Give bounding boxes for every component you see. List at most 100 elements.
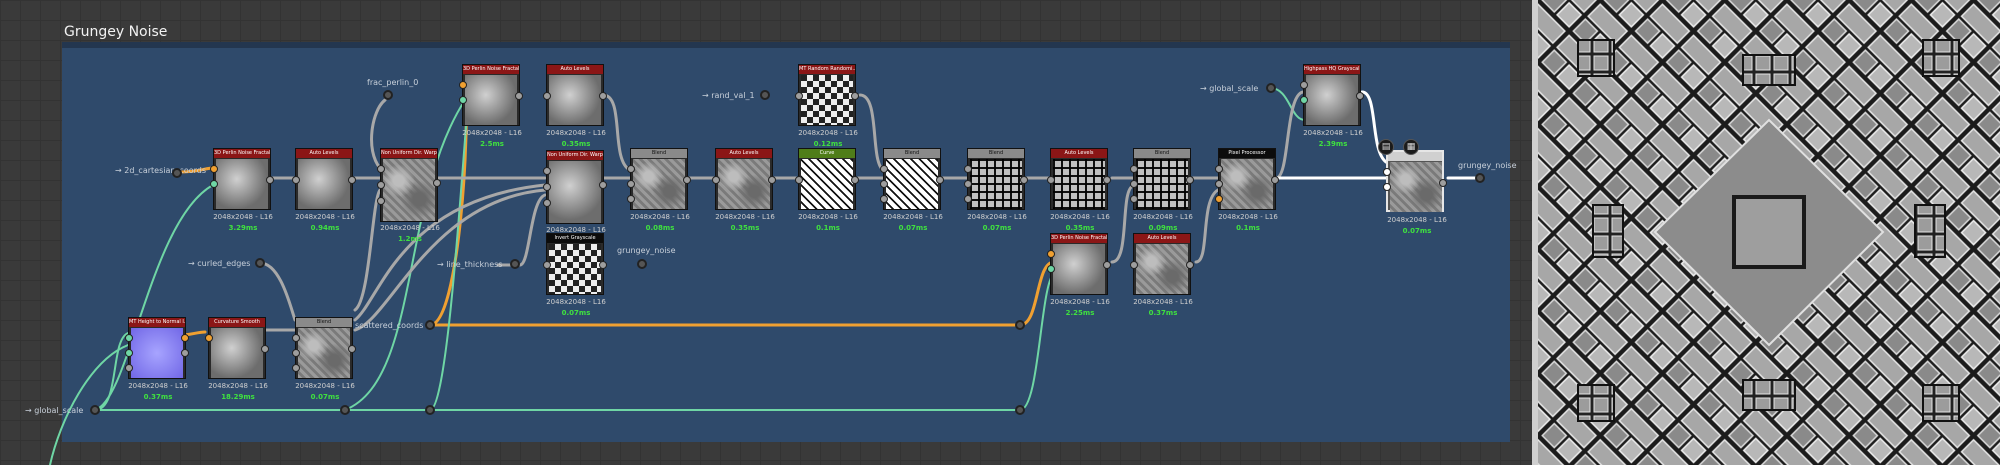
node-auto-levels-4[interactable]: Auto Levels 2048x2048 - L16 0.35ms xyxy=(1047,148,1111,232)
pin-grungey-noise-internal[interactable] xyxy=(637,259,647,269)
input-port[interactable] xyxy=(964,195,972,203)
input-port[interactable] xyxy=(795,92,803,100)
output-port[interactable] xyxy=(1103,261,1111,269)
output-port[interactable] xyxy=(851,92,859,100)
output-port[interactable] xyxy=(1186,176,1194,184)
input-port[interactable] xyxy=(543,183,551,191)
node-curve[interactable]: Curve 2048x2048 - L16 0.1ms xyxy=(795,148,859,232)
input-port[interactable] xyxy=(627,195,635,203)
output-port[interactable] xyxy=(348,345,356,353)
node-non-uniform-dir-warp-2[interactable]: Non Uniform Dir. Warp... 2048x2048 - L16 xyxy=(543,150,607,234)
input-port[interactable] xyxy=(1215,180,1223,188)
input-port[interactable] xyxy=(459,81,467,89)
input-port[interactable] xyxy=(125,364,133,372)
output-port[interactable] xyxy=(261,345,269,353)
output-port[interactable] xyxy=(433,179,441,187)
input-port[interactable] xyxy=(880,195,888,203)
output-port[interactable] xyxy=(1356,92,1364,100)
node-blend-2[interactable]: Blend 2048x2048 - L16 0.07ms xyxy=(880,148,944,232)
output-port[interactable] xyxy=(851,176,859,184)
input-port[interactable] xyxy=(125,334,133,342)
output-port[interactable] xyxy=(348,176,356,184)
checker-icon[interactable]: ▦ xyxy=(1403,139,1419,155)
node-blend[interactable]: Blend 2048x2048 - L16 0.08ms xyxy=(627,148,691,232)
input-port[interactable] xyxy=(1047,176,1055,184)
wire-junction[interactable] xyxy=(340,405,350,415)
input-port[interactable] xyxy=(712,176,720,184)
input-port[interactable] xyxy=(964,180,972,188)
node-3d-perlin-noise-fractal-3[interactable]: 3D Perlin Noise Fractal 2048x2048 - L16 … xyxy=(1047,233,1111,317)
input-port[interactable] xyxy=(880,180,888,188)
input-pin-2d-cartesian-coords[interactable] xyxy=(172,168,182,178)
input-port[interactable] xyxy=(880,165,888,173)
input-port[interactable] xyxy=(459,96,467,104)
input-port[interactable] xyxy=(210,180,218,188)
input-port[interactable] xyxy=(377,197,385,205)
node-auto-levels[interactable]: Auto Levels 2048x2048 - L16 0.94ms xyxy=(292,148,356,232)
panel-divider[interactable] xyxy=(1532,0,1538,465)
output-port[interactable] xyxy=(936,176,944,184)
node-auto-levels-2[interactable]: Auto Levels 2048x2048 - L16 0.35ms xyxy=(543,64,607,148)
input-pin-global-scale[interactable] xyxy=(90,405,100,415)
input-port[interactable] xyxy=(292,176,300,184)
input-port[interactable] xyxy=(964,165,972,173)
input-port[interactable] xyxy=(210,165,218,173)
node-output-blend[interactable]: 2048x2048 - L16 0.07ms xyxy=(1383,150,1447,235)
wire-junction[interactable] xyxy=(1015,320,1025,330)
output-port[interactable] xyxy=(1103,176,1111,184)
output-port[interactable] xyxy=(1186,261,1194,269)
input-port[interactable] xyxy=(795,176,803,184)
input-port[interactable] xyxy=(1130,180,1138,188)
input-port[interactable] xyxy=(292,349,300,357)
wire-junction[interactable] xyxy=(425,405,435,415)
output-port[interactable] xyxy=(599,261,607,269)
input-port[interactable] xyxy=(1300,81,1308,89)
input-port[interactable] xyxy=(1130,165,1138,173)
output-port[interactable] xyxy=(181,349,189,357)
input-port[interactable] xyxy=(543,92,551,100)
output-port[interactable] xyxy=(1020,176,1028,184)
texture-preview[interactable] xyxy=(1538,0,2000,465)
output-pin-grungey-noise[interactable] xyxy=(1475,173,1485,183)
output-port[interactable] xyxy=(181,334,189,342)
wire-junction[interactable] xyxy=(1015,405,1025,415)
node-mt-random-randomize[interactable]: MT Random Randomi... 2048x2048 - L16 0.1… xyxy=(795,64,859,148)
node-blend-5[interactable]: Blend 2048x2048 - L16 0.07ms xyxy=(292,317,356,401)
input-port[interactable] xyxy=(377,165,385,173)
input-pin-curled-edges[interactable] xyxy=(255,258,265,268)
document-icon[interactable]: ▤ xyxy=(1378,139,1394,155)
input-port[interactable] xyxy=(1300,96,1308,104)
node-invert-grayscale[interactable]: Invert Grayscale 2048x2048 - L16 0.07ms xyxy=(543,233,607,317)
node-mt-height-to-normal[interactable]: MT Height to Normal I... 2048x2048 - L16… xyxy=(125,317,189,401)
node-blend-4[interactable]: Blend 2048x2048 - L16 0.09ms xyxy=(1130,148,1194,232)
input-port[interactable] xyxy=(627,165,635,173)
input-port[interactable] xyxy=(205,334,213,342)
input-port[interactable] xyxy=(543,261,551,269)
output-port[interactable] xyxy=(266,176,274,184)
input-port[interactable] xyxy=(1130,261,1138,269)
input-port[interactable] xyxy=(1047,250,1055,258)
node-3d-perlin-noise-fractal-2[interactable]: 3D Perlin Noise Fractal 2048x2048 - L16 … xyxy=(459,64,523,148)
output-port[interactable] xyxy=(1439,179,1447,187)
pin-scattered-coords[interactable] xyxy=(425,320,435,330)
graph-editor[interactable]: Grungey Noise xyxy=(0,0,1532,465)
output-port[interactable] xyxy=(599,92,607,100)
input-port[interactable] xyxy=(1383,168,1391,176)
output-port[interactable] xyxy=(683,176,691,184)
input-pin-rand-val-1[interactable] xyxy=(760,90,770,100)
input-port[interactable] xyxy=(292,334,300,342)
node-curvature-smooth[interactable]: Curvature Smooth 2048x2048 - L16 18.29ms xyxy=(205,317,269,401)
node-highpass-hq-grayscale[interactable]: Highpass HQ Grayscal... 2048x2048 - L16 … xyxy=(1300,64,1364,148)
node-blend-3[interactable]: Blend 2048x2048 - L16 0.07ms xyxy=(964,148,1028,232)
input-port[interactable] xyxy=(627,180,635,188)
node-3d-perlin-noise-fractal[interactable]: 3D Perlin Noise Fractal 2048x2048 - L16 … xyxy=(210,148,274,232)
input-port[interactable] xyxy=(1383,183,1391,191)
node-non-uniform-dir-warp[interactable]: Non Uniform Dir. Warp... 2048x2048 - L16… xyxy=(377,148,441,243)
output-port[interactable] xyxy=(599,181,607,189)
input-pin-line-thickness[interactable] xyxy=(510,259,520,269)
input-port[interactable] xyxy=(1047,265,1055,273)
output-port[interactable] xyxy=(1271,176,1279,184)
input-pin-global-scale-2[interactable] xyxy=(1266,83,1276,93)
input-port[interactable] xyxy=(1130,195,1138,203)
input-port[interactable] xyxy=(292,364,300,372)
